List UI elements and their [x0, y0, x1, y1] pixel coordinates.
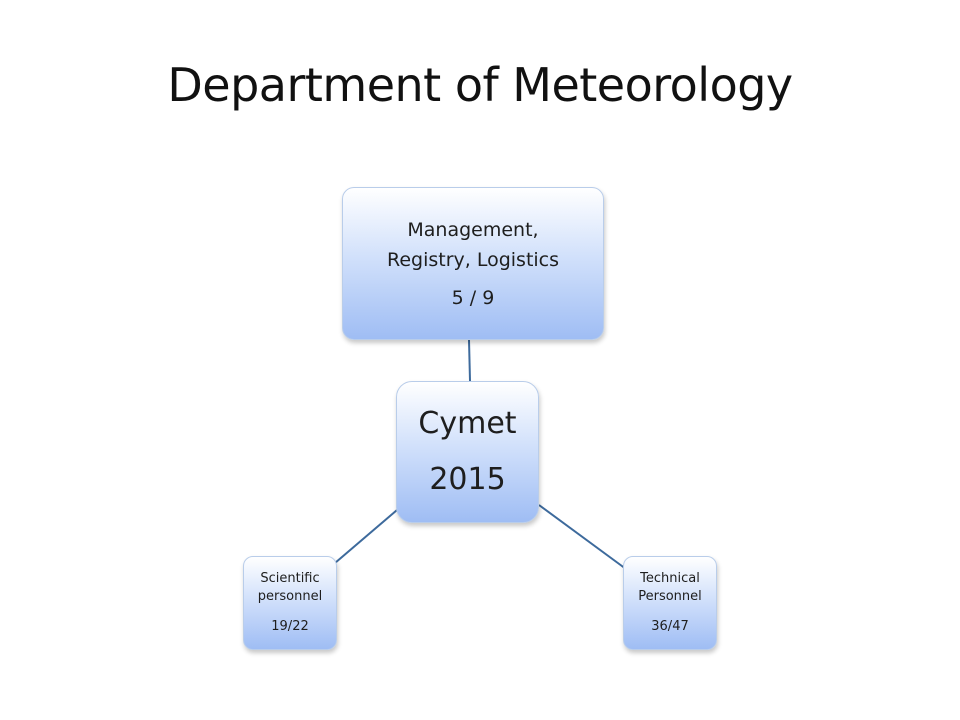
node-technical: Technical Personnel 36/47	[623, 556, 717, 650]
node-scientific: Scientific personnel 19/22	[243, 556, 337, 650]
node-management-value: 5 / 9	[451, 286, 495, 309]
node-management-label-line1: Management,	[407, 218, 539, 241]
node-scientific-label-line2: personnel	[257, 589, 323, 604]
node-technical-label-line1: Technical	[640, 571, 700, 586]
page-title: Department of Meteorology	[167, 58, 793, 112]
node-scientific-value: 19/22	[271, 619, 309, 634]
node-technical-label-line2: Personnel	[638, 589, 702, 604]
node-cymet-value: 2015	[429, 462, 506, 497]
node-cymet: Cymet 2015	[396, 381, 539, 523]
node-technical-value: 36/47	[651, 619, 689, 634]
connector-left	[334, 509, 398, 564]
node-scientific-label-line1: Scientific	[260, 571, 320, 586]
node-technical-label: Technical Personnel	[638, 570, 702, 606]
node-scientific-label: Scientific personnel	[258, 570, 322, 606]
connector-top	[468, 339, 471, 382]
connector-right	[538, 504, 627, 570]
node-management-label: Management, Registry, Logistics	[387, 215, 559, 275]
node-management: Management, Registry, Logistics 5 / 9	[342, 187, 604, 340]
node-cymet-label: Cymet	[418, 406, 517, 441]
node-management-label-line2: Registry, Logistics	[386, 248, 560, 271]
